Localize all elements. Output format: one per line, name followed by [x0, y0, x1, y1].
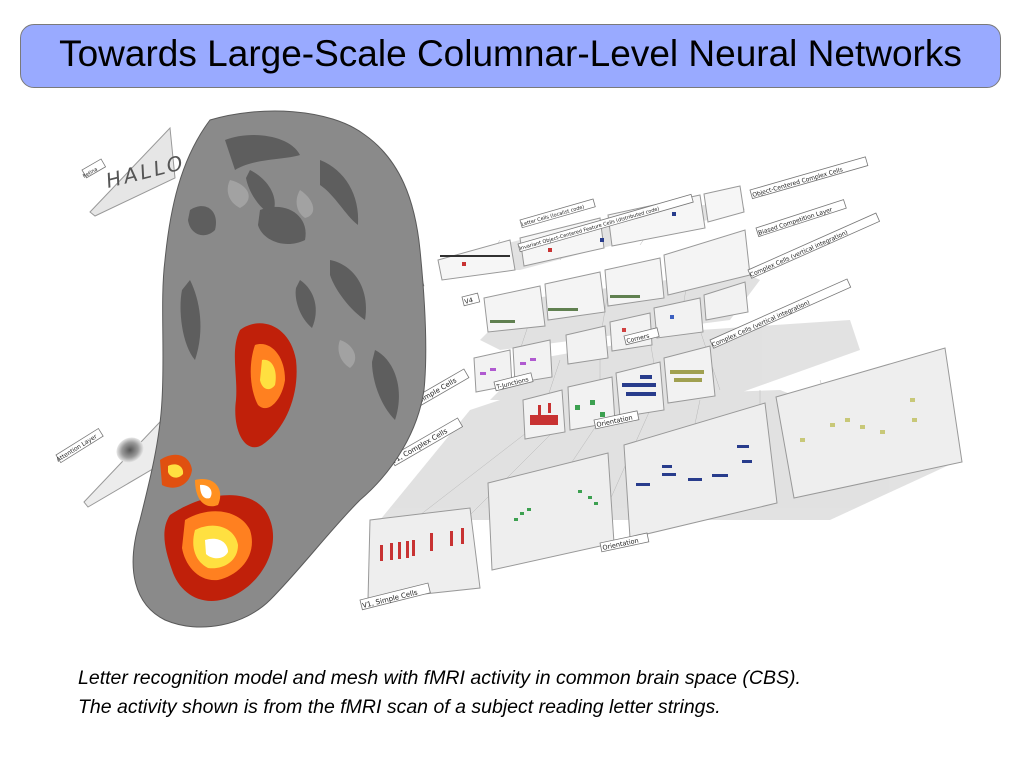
- biased-competition-label: Biased Competition Layer: [757, 206, 833, 237]
- brain-model-figure: HALLO Retina Attention Layer: [55, 110, 963, 628]
- object-centered-complex-label: Object-Centered Complex Cells: [752, 166, 844, 199]
- input-retina-plane: HALLO Retina: [81, 126, 188, 217]
- title-banner: Towards Large-Scale Columnar-Level Neura…: [20, 24, 1001, 88]
- slide-title: Towards Large-Scale Columnar-Level Neura…: [59, 33, 962, 74]
- v4-label: V4: [464, 296, 474, 306]
- v1-simple-cells-layer: V1, Simple Cells Orientation: [359, 347, 963, 611]
- fmri-activation: [160, 323, 297, 601]
- caption-line-1: Letter recognition model and mesh with f…: [78, 667, 801, 689]
- figure-caption: Letter recognition model and mesh with f…: [78, 664, 998, 722]
- brain-mesh: [132, 110, 427, 628]
- attention-layer-label: Attention Layer: [55, 433, 98, 464]
- complex-cells-vertical-label-1: Complex Cells (vertical integration): [749, 229, 849, 279]
- caption-line-2: The activity shown is from the fMRI scan…: [78, 696, 721, 718]
